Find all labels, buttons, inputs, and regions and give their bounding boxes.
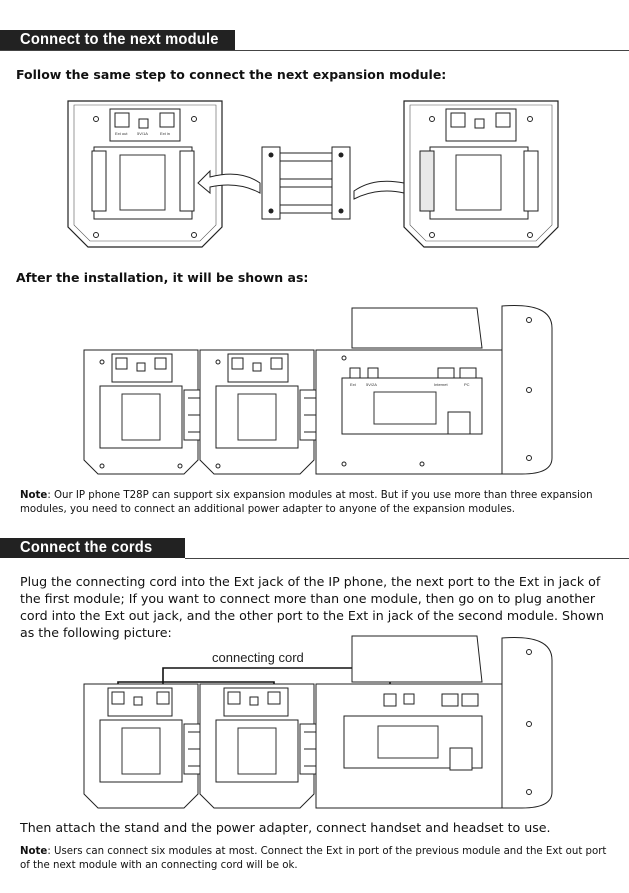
note-label: Note: [20, 846, 48, 857]
section-header-bar-connect-module: [0, 30, 235, 50]
module-2: [199, 349, 315, 475]
note-text: : Users can connect six modules at most.…: [20, 846, 607, 871]
port-label-phone-power: 5V/2A: [366, 382, 377, 387]
module-2: [199, 683, 315, 809]
phone-stand: [351, 304, 553, 475]
section-header-rule: [185, 558, 629, 559]
port-label-ext-in: Ext in: [160, 131, 170, 136]
port-label-power: 5V/1A: [137, 131, 148, 136]
port-label-ext-out: Ext out: [115, 131, 128, 136]
section-header-rule: [0, 50, 629, 51]
note-label: Note: [20, 490, 48, 501]
instruction-text: Follow the same step to connect the next…: [16, 67, 447, 82]
note-module-limit: Note: Users can connect six modules at m…: [20, 845, 610, 873]
section-title-connect-module: Connect to the next module: [20, 31, 219, 48]
connecting-cord-diagram: connecting cord: [83, 635, 553, 809]
connecting-cord-label: connecting cord: [212, 650, 304, 665]
ip-phone-body: Ext 5V/2A Internet PC: [315, 349, 503, 475]
ip-phone-body: [315, 683, 503, 809]
expansion-module-right: [403, 100, 559, 248]
expansion-module-left: Ext out 5V/1A Ext in: [67, 100, 223, 248]
section-title-connect-cords: Connect the cords: [20, 539, 153, 556]
note-expansion-limit: Note: Our IP phone T28P can support six …: [20, 489, 612, 517]
port-label-phone-ext: Ext: [350, 382, 357, 387]
after-install-text: After the installation, it will be shown…: [16, 270, 309, 285]
attach-instruction: Then attach the stand and the power adap…: [20, 820, 551, 835]
port-label-pc: PC: [464, 382, 470, 387]
module-1: [83, 349, 199, 475]
module-connection-diagram: Ext out 5V/1A Ext in: [67, 100, 559, 248]
port-label-internet: Internet: [434, 382, 448, 387]
arrow-left-icon: [197, 169, 261, 195]
phone-stand: [351, 635, 553, 809]
installed-phone-diagram: Ext 5V/2A Internet PC: [83, 304, 553, 475]
cords-instruction-paragraph: Plug the connecting cord into the Ext ja…: [20, 574, 605, 640]
section-header-bar-connect-cords: [0, 538, 185, 558]
note-text: : Our IP phone T28P can support six expa…: [20, 490, 593, 515]
module-1: [83, 683, 199, 809]
expansion-bracket: [261, 146, 351, 220]
